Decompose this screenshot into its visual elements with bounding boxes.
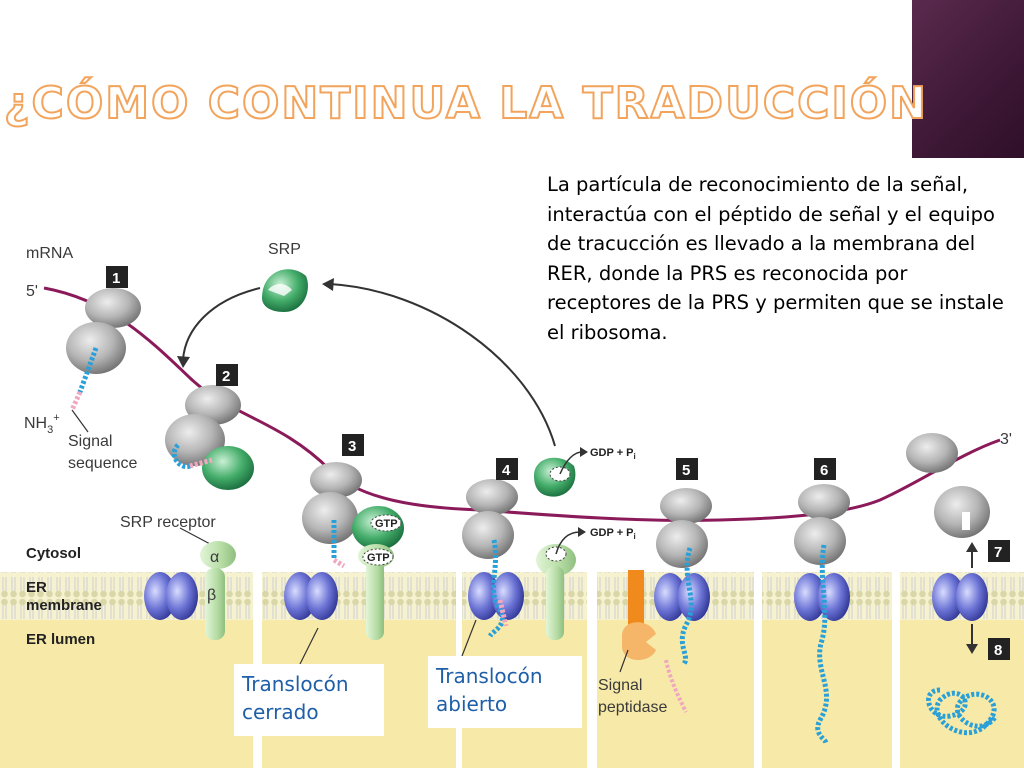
srp-label: SRP xyxy=(268,241,301,258)
description-text: La partícula de reconocimiento de la señ… xyxy=(547,173,1004,344)
ribosome-step-1 xyxy=(66,288,141,412)
complex-step-7-8 xyxy=(906,433,999,736)
step-badge-5: 5 xyxy=(676,458,698,480)
step-badge-3: 3 xyxy=(342,434,364,456)
complex-step-6 xyxy=(794,484,850,746)
step-number-6: 6 xyxy=(820,462,828,479)
signal-peptidase-pointer xyxy=(619,649,629,673)
srp-recycle-arrowhead xyxy=(322,278,334,291)
corner-decoration xyxy=(912,0,1024,158)
gdp-arrow-bottom xyxy=(555,531,581,555)
signal-sequence-pointer xyxy=(71,409,89,433)
gdp-arrowhead-top xyxy=(580,447,588,457)
srp-receptor-pointer xyxy=(179,527,213,546)
srp-binding-arrow xyxy=(182,287,261,361)
step-number-2: 2 xyxy=(222,368,230,385)
beta-label: β xyxy=(207,587,216,604)
step-badge-4: 4 xyxy=(496,458,518,480)
translocon-closed-pointer xyxy=(299,627,319,665)
step-number-7: 7 xyxy=(994,544,1002,561)
ribosome-step-2 xyxy=(165,385,254,490)
nh3-label: NH3+ xyxy=(24,412,60,436)
translocon-closed xyxy=(144,572,198,620)
slide-title: ¿CÓMO CONTINUA LA TRADUCCIÓN xyxy=(3,77,928,130)
er-membrane-label-1: ER xyxy=(26,579,47,596)
signal-peptidase-label-2: peptidase xyxy=(598,699,667,716)
three-prime-label: 3' xyxy=(1000,431,1012,448)
cytosol-label: Cytosol xyxy=(26,545,81,562)
signal-peptidase-label-1: Signal xyxy=(598,677,642,694)
step-badge-7: 7 xyxy=(988,540,1010,562)
srp-binding-arrowhead xyxy=(177,356,190,368)
signal-sequence-label-1: Signal xyxy=(68,433,112,450)
translocon-open-pointer xyxy=(461,619,477,657)
step-number-3: 3 xyxy=(348,438,356,455)
mrna-label: mRNA xyxy=(26,245,73,262)
step-number-1: 1 xyxy=(112,270,120,287)
gtp-label-1: GTP xyxy=(375,518,398,530)
five-prime-label: 5' xyxy=(26,283,38,300)
er-lumen-label: ER lumen xyxy=(26,631,95,648)
step-badge-1: 1 xyxy=(106,266,128,288)
complex-step-5 xyxy=(622,488,712,713)
srp-receptor xyxy=(200,541,236,640)
step-badge-6: 6 xyxy=(814,458,836,480)
gdp-label-1: GDP + Pi xyxy=(590,447,636,461)
signal-sequence-label-2: sequence xyxy=(68,455,137,472)
translocon-open-note: Translocón abierto xyxy=(428,656,582,728)
srp-recycle-arrow xyxy=(329,283,556,447)
step-badge-8: 8 xyxy=(988,638,1010,660)
step-number-8: 8 xyxy=(994,642,1002,659)
step-badge-2: 2 xyxy=(216,364,238,386)
complex-step-4 xyxy=(462,457,576,640)
gdp-label-2: GDP + Pi xyxy=(590,527,636,541)
srp-receptor-label: SRP receptor xyxy=(120,514,216,531)
translocon-closed-note: Translocón cerrado xyxy=(234,664,384,736)
alpha-label: α xyxy=(210,549,219,566)
complex-step-3 xyxy=(284,462,404,640)
free-srp xyxy=(262,269,308,312)
er-membrane-label-2: membrane xyxy=(26,597,102,614)
step-number-5: 5 xyxy=(682,462,690,479)
gtp-label-2: GTP xyxy=(367,552,390,564)
gdp-arrow-top xyxy=(559,451,583,475)
step-number-4: 4 xyxy=(502,462,511,479)
gdp-arrowhead-bottom xyxy=(578,527,586,537)
